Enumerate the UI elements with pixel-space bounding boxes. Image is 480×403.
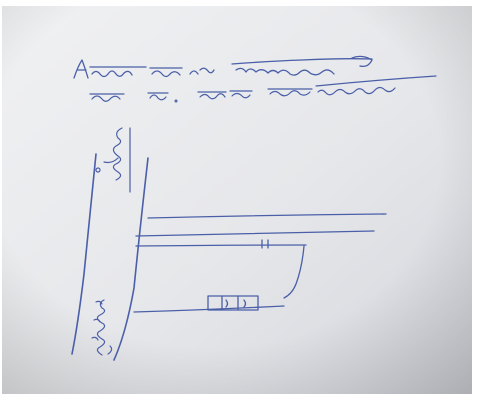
- wall-line-right: [113, 157, 149, 361]
- wall-line-left: [71, 153, 97, 355]
- handwriting-line-1: [73, 55, 373, 79]
- box-drawing: [207, 295, 259, 311]
- connector: [133, 245, 305, 313]
- handwriting-line-2: [89, 75, 437, 103]
- vertical-label-top: [95, 127, 131, 193]
- vertical-label-bottom: [91, 299, 113, 356]
- road-lines: [135, 213, 387, 249]
